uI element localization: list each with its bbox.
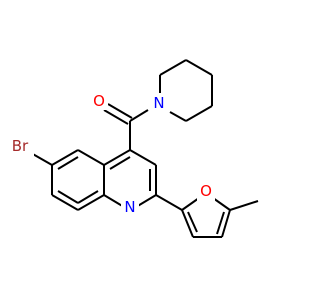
atom-bromine: Br	[12, 137, 29, 155]
bond-c2-furan	[155, 194, 183, 211]
bond-b-4b	[57, 190, 79, 204]
bond-q-1	[129, 149, 157, 166]
bond-c-br	[30, 152, 53, 166]
bond-c-npip	[129, 109, 149, 122]
bond-pip-5	[185, 105, 213, 122]
bond-b-5b	[77, 190, 99, 204]
bond-q-4	[103, 194, 125, 208]
bond-b-2b	[57, 156, 79, 170]
bond-pip-6	[169, 111, 187, 122]
bonds	[30, 59, 259, 238]
bond-f-3b	[216, 211, 225, 235]
bond-co-1	[107, 103, 133, 119]
structure-canvas: O N Br N O	[6, 59, 259, 238]
bond-f-5	[181, 209, 194, 238]
bond-methyl	[229, 200, 259, 211]
atom-nitrogen-quinoline: N	[124, 198, 135, 216]
bond-pip-3	[185, 59, 213, 76]
bond-co-2	[103, 109, 129, 125]
bond-b-1	[77, 149, 105, 166]
bond-b-4	[51, 194, 79, 211]
bond-q-6b	[109, 156, 131, 170]
atom-oxygen-furan: O	[200, 182, 212, 200]
atom-nitrogen-piperidine: N	[153, 94, 164, 112]
atom-oxygen-carbonyl: O	[93, 92, 105, 110]
bond-pip-2	[159, 59, 187, 76]
bond-b-5	[77, 194, 105, 211]
bond-f-5b	[187, 211, 198, 233]
bond-b-2	[51, 149, 79, 166]
bond-f-3	[221, 209, 231, 238]
bond-q-6	[103, 149, 131, 166]
bond-f-1	[181, 197, 200, 211]
bond-f-2	[212, 197, 231, 211]
atom-labels: O N Br N O	[6, 90, 215, 217]
bond-q-3	[135, 194, 157, 208]
